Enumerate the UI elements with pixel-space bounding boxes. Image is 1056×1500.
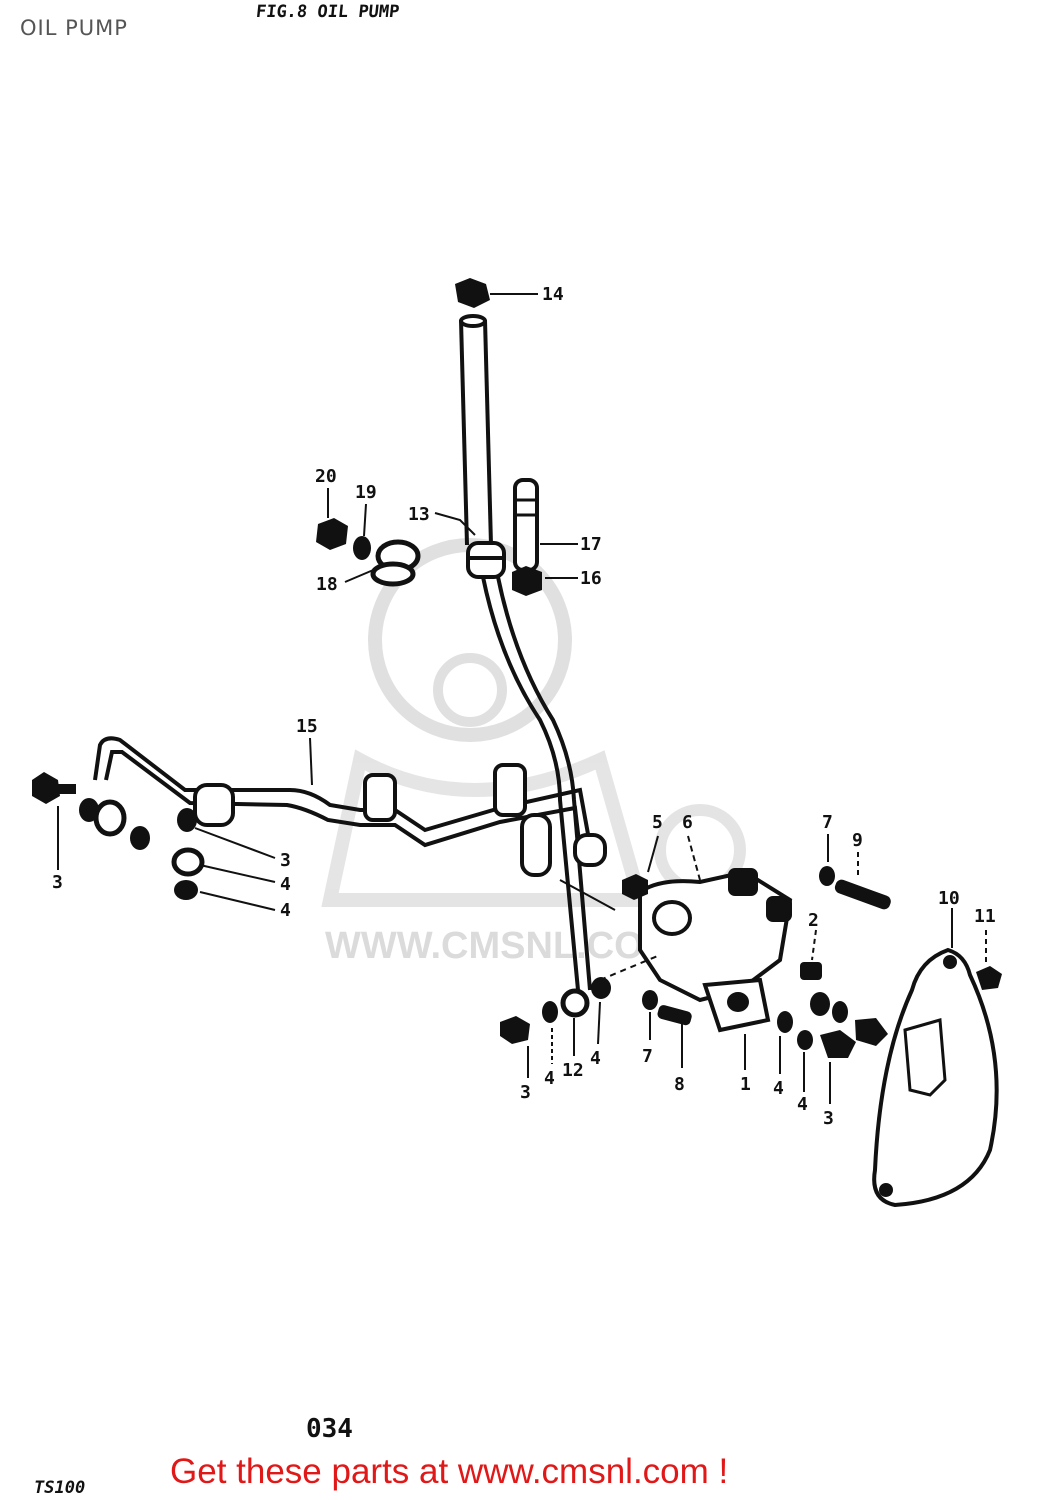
callout-4a: 4	[280, 874, 291, 895]
callout-4d: 4	[590, 1048, 601, 1069]
page-title: OIL PUMP	[20, 16, 128, 40]
left-banjo-fittings	[32, 772, 205, 900]
washer-part-19	[353, 536, 371, 560]
feed-pipe-15	[93, 736, 607, 877]
callout-11: 11	[974, 906, 996, 927]
callout-4c: 4	[544, 1068, 555, 1089]
leader-lines	[57, 293, 987, 1104]
callout-5: 5	[652, 812, 663, 833]
tank-pipe	[459, 314, 592, 991]
model-code: TS100	[34, 1478, 86, 1498]
callout-3c: 3	[520, 1082, 531, 1103]
page-number: 034	[306, 1414, 353, 1444]
callout-3d: 3	[823, 1108, 834, 1129]
stud-part-17	[513, 478, 539, 572]
callout-8: 8	[674, 1074, 685, 1095]
callout-15: 15	[296, 716, 318, 737]
callout-3b: 3	[280, 850, 291, 871]
callout-4e: 4	[773, 1078, 784, 1099]
callout-4f: 4	[797, 1094, 808, 1115]
watermark-text: WWW.CMSNL.COM	[325, 925, 675, 967]
callout-16: 16	[580, 568, 602, 589]
callout-17: 17	[580, 534, 602, 555]
callout-3a: 3	[52, 872, 63, 893]
pump-fasteners	[500, 866, 1002, 1058]
callout-6: 6	[682, 812, 693, 833]
callout-14: 14	[542, 284, 564, 305]
callout-1: 1	[740, 1074, 751, 1095]
oil-pump-body-part-1	[638, 868, 793, 1033]
plug-part-18	[370, 539, 421, 587]
callout-10: 10	[938, 888, 960, 909]
callout-4b: 4	[280, 900, 291, 921]
bolt-part-20	[316, 518, 348, 550]
callout-2: 2	[808, 910, 819, 931]
nut-part-16	[512, 566, 542, 596]
callout-9: 9	[852, 830, 863, 851]
callout-7a: 7	[822, 812, 833, 833]
promo-link[interactable]: Get these parts at www.cmsnl.com !	[170, 1452, 729, 1491]
callout-19: 19	[355, 482, 377, 503]
callout-18: 18	[316, 574, 338, 595]
cap-part-14	[455, 278, 490, 308]
callout-12: 12	[562, 1060, 584, 1081]
callouts: 14 20 19 13 17 16 18 15 3 3 4 4 5 6 7 9 …	[52, 284, 996, 1129]
callout-13: 13	[408, 504, 430, 525]
cover-part-10	[872, 947, 999, 1208]
watermark-mascot-face	[433, 653, 507, 727]
callout-20: 20	[315, 466, 337, 487]
callout-7b: 7	[642, 1046, 653, 1067]
